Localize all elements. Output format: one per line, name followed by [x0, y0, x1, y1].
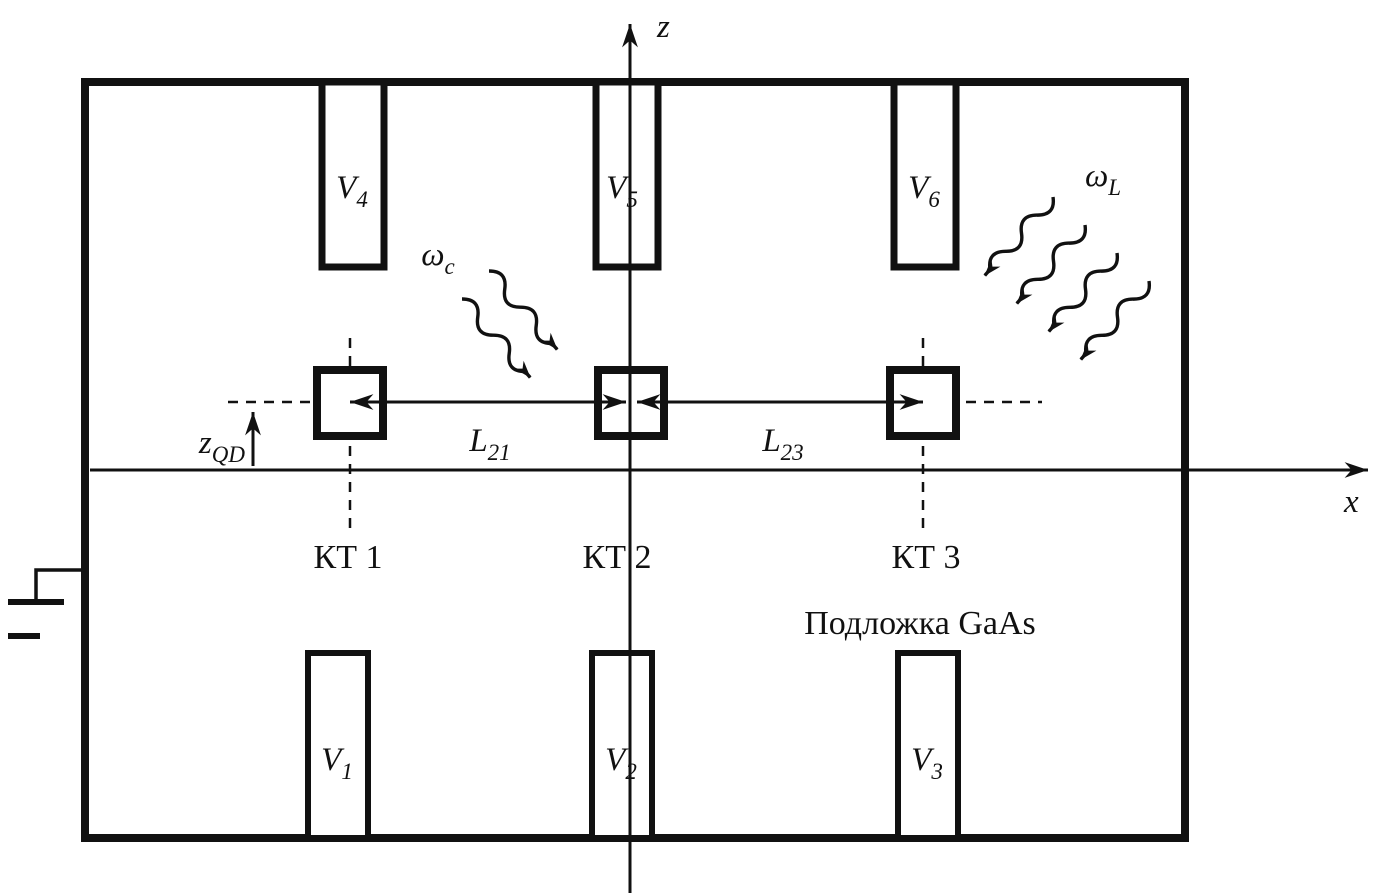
electrode-label-v5: V5 — [606, 170, 638, 212]
ground-lead — [34, 568, 86, 600]
qd-label-2: КТ 2 — [583, 539, 652, 576]
gate-electrode-v5 — [592, 78, 662, 271]
distance-label-l23: L23 — [761, 423, 803, 465]
electrode-label-v1: V1 — [321, 742, 353, 784]
qd-label-1: КТ 1 — [314, 539, 383, 576]
laser-frequency-label: ωL — [1085, 158, 1121, 200]
electrode-label-v2: V2 — [605, 742, 637, 784]
electrode-label-v4: V4 — [336, 170, 368, 212]
distance-label-l21: L21 — [468, 423, 510, 465]
x-axis-label: x — [1343, 484, 1359, 520]
z-axis-label: z — [656, 9, 670, 45]
electrode-label-v3: V3 — [911, 742, 943, 784]
ground-symbol — [8, 568, 86, 639]
electrode-label-v6: V6 — [908, 170, 940, 212]
gate-electrode-v6 — [890, 78, 960, 271]
gate-electrode-v2 — [589, 650, 655, 841]
gate-electrode-v3 — [895, 650, 961, 841]
gate-electrode-v1 — [305, 650, 371, 841]
qd-label-3: КТ 3 — [892, 539, 961, 576]
z-qd-label: zQD — [198, 425, 245, 467]
gate-electrode-v4 — [318, 78, 388, 271]
substrate-label: Подложка GaAs — [804, 605, 1036, 642]
cavity-frequency-label: ωc — [421, 237, 455, 279]
